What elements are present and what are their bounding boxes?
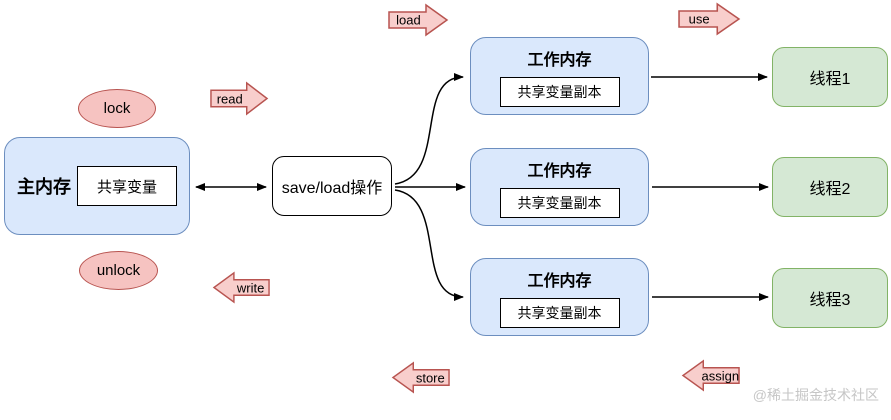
use-arrow: use: [678, 2, 741, 36]
shared-variable-copy-box: 共享变量副本: [499, 297, 620, 328]
working-memory-box-3: 工作内存 共享变量副本: [470, 258, 649, 336]
right-block-arrow-icon: [388, 3, 449, 37]
use-arrow-label: use: [688, 11, 710, 27]
shared-variable-copy-box: 共享变量副本: [499, 187, 620, 218]
read-arrow: read: [210, 81, 269, 116]
thread-label: 线程3: [809, 292, 851, 309]
shared-variable-copy-label: 共享变量副本: [517, 304, 602, 321]
thread-label: 线程1: [809, 71, 851, 88]
lock-ellipse: lock: [78, 89, 156, 128]
working-memory-title: 工作内存: [527, 51, 592, 69]
shared-variable-copy-box: 共享变量副本: [499, 76, 620, 107]
left-block-arrow-icon: [391, 361, 450, 394]
store-arrow: store: [391, 361, 450, 394]
shared-variable-copy-label: 共享变量副本: [517, 83, 602, 100]
working-memory-title: 工作内存: [527, 162, 592, 180]
left-block-arrow-icon: [681, 359, 740, 392]
write-arrow-label: write: [236, 280, 265, 295]
thread-box-3: 线程3: [772, 268, 888, 328]
save-load-label: save/load操作: [281, 180, 383, 197]
thread-box-1: 线程1: [772, 47, 888, 107]
working-memory-box-2: 工作内存 共享变量副本: [470, 148, 649, 226]
main-memory-box: 主内存 共享变量: [4, 137, 190, 235]
working-memory-box-1: 工作内存 共享变量副本: [470, 37, 649, 115]
shared-variable-copy-label: 共享变量副本: [517, 194, 602, 211]
assign-arrow: assign: [681, 359, 740, 392]
right-block-arrow-icon: [678, 2, 741, 36]
store-arrow-label: store: [415, 370, 445, 385]
working-memory-title: 工作内存: [527, 272, 592, 290]
assign-arrow-label: assign: [701, 368, 740, 383]
unlock-label: unlock: [96, 262, 141, 279]
shared-variable-box: 共享变量: [77, 166, 177, 206]
watermark-text: @稀土掘金技术社区: [752, 387, 879, 403]
write-arrow: write: [212, 271, 270, 304]
save-load-box: save/load操作: [272, 156, 392, 216]
thread-box-2: 线程2: [772, 157, 888, 217]
shared-variable-label: 共享变量: [96, 178, 157, 196]
right-block-arrow-icon: [210, 81, 269, 116]
main-memory-title: 主内存: [17, 177, 71, 197]
lock-label: lock: [103, 100, 131, 117]
unlock-ellipse: unlock: [79, 251, 158, 290]
left-block-arrow-icon: [212, 271, 270, 304]
load-arrow-label: load: [396, 12, 421, 28]
read-arrow-label: read: [216, 91, 243, 106]
load-arrow: load: [388, 3, 449, 37]
thread-label: 线程2: [809, 181, 851, 198]
